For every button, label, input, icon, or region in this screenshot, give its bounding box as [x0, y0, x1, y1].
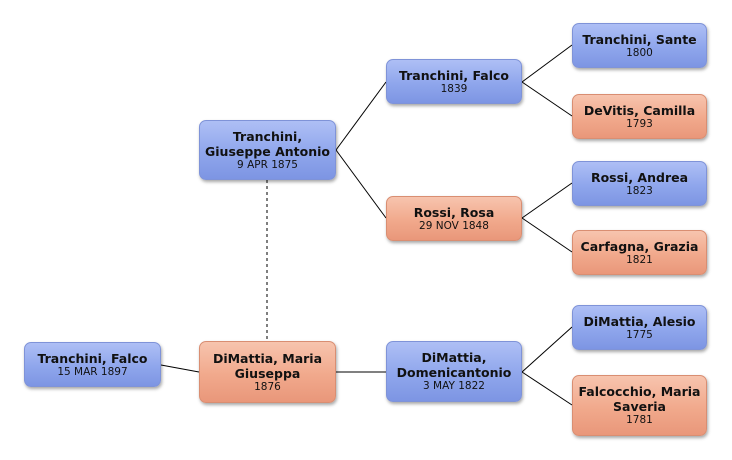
person-falco-1897[interactable]: Tranchini, Falco 15 MAR 1897 [24, 342, 161, 387]
person-date: 15 MAR 1897 [57, 365, 128, 378]
person-grazia[interactable]: Carfagna, Grazia 1821 [572, 230, 707, 275]
person-rosa[interactable]: Rossi, Rosa 29 NOV 1848 [386, 196, 522, 241]
person-camilla[interactable]: DeVitis, Camilla 1793 [572, 94, 707, 139]
connector-line [160, 364, 200, 373]
person-andrea[interactable]: Rossi, Andrea 1823 [572, 161, 707, 206]
connector-line [335, 81, 387, 151]
person-date: 3 MAY 1822 [423, 380, 485, 392]
connector-line [521, 81, 573, 117]
person-sante[interactable]: Tranchini, Sante 1800 [572, 23, 707, 68]
person-maria-saveria[interactable]: Falcocchio, Maria Saveria 1781 [572, 375, 707, 436]
person-name: Carfagna, Grazia [580, 238, 699, 254]
person-name: DiMattia, Maria Giuseppa [212, 350, 323, 381]
person-date: 29 NOV 1848 [419, 219, 489, 232]
connector-line [335, 149, 387, 219]
connector-line [521, 217, 573, 253]
person-date: 1823 [626, 184, 653, 197]
person-name: Rossi, Andrea [590, 169, 689, 185]
person-name: DiMattia, Alesio [583, 313, 696, 329]
person-falco-1839[interactable]: Tranchini, Falco 1839 [386, 59, 522, 104]
person-giuseppe-antonio[interactable]: Tranchini, Giuseppe Antonio 9 APR 1875 [199, 120, 336, 180]
person-name: DiMattia, Domenicantonio [396, 350, 512, 380]
person-name: Tranchini, Falco [37, 350, 148, 366]
person-date: 1775 [626, 328, 653, 341]
person-name: Falcocchio, Maria Saveria [578, 384, 701, 414]
person-date: 1793 [626, 117, 653, 130]
person-name: DeVitis, Camilla [583, 102, 696, 118]
connector-line [521, 326, 573, 373]
person-name: Tranchini, Giuseppe Antonio [205, 128, 330, 159]
person-name: Rossi, Rosa [413, 204, 495, 220]
person-date: 9 APR 1875 [237, 158, 298, 171]
connector-line [521, 182, 573, 219]
person-maria-giuseppa[interactable]: DiMattia, Maria Giuseppa 1876 [199, 341, 336, 403]
connector-line [521, 44, 573, 83]
person-alesio[interactable]: DiMattia, Alesio 1775 [572, 305, 707, 350]
connector-line [521, 371, 573, 406]
person-date: 1781 [626, 414, 653, 426]
person-domenicantonio[interactable]: DiMattia, Domenicantonio 3 MAY 1822 [386, 341, 522, 402]
person-date: 1839 [440, 82, 468, 95]
person-name: Tranchini, Sante [582, 31, 697, 47]
person-date: 1876 [254, 380, 281, 393]
person-date: 1800 [626, 46, 653, 59]
person-date: 1821 [626, 253, 653, 266]
person-name: Tranchini, Falco [398, 67, 510, 83]
